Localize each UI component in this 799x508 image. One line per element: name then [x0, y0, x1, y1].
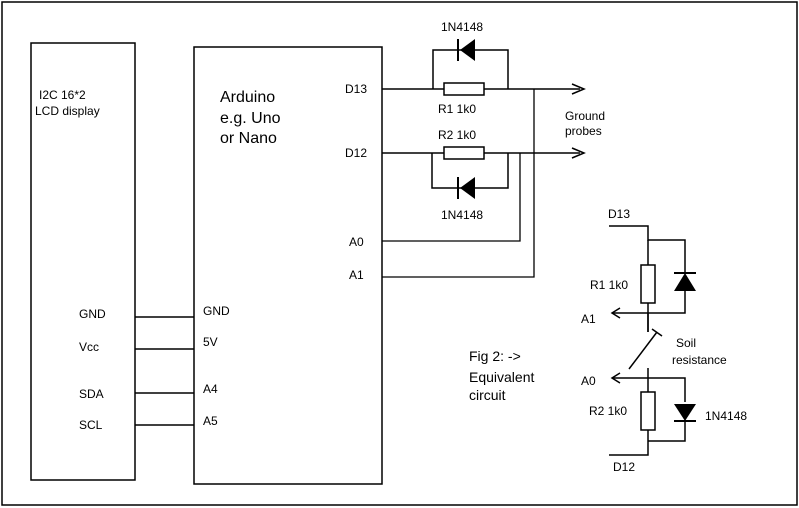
arduino-pin-a0: A0 [349, 235, 364, 249]
eq-a1-label: A1 [581, 312, 596, 326]
eq-diode-bottom-wire [648, 421, 686, 442]
arduino-box [193, 46, 383, 485]
arduino-pin-d12: D12 [345, 146, 367, 160]
i2c-wires [135, 316, 194, 426]
fig2-line2: Equivalent [469, 369, 534, 385]
arrow-d12 [571, 147, 586, 159]
probe-circuit: 1N4148 R1 1k0 R2 1k0 1N4148 Ground probe… [382, 20, 605, 278]
equivalent-circuit: D13 R1 1k0 A1 Soil resistance A0 R2 1k0 [581, 207, 747, 474]
lcd-pin-sda: SDA [79, 387, 104, 401]
lcd-display: I2C 16*2 LCD display GND Vcc SDA SCL [30, 42, 136, 481]
fig2-caption: Fig 2: -> Equivalent circuit [469, 348, 534, 403]
eq-a0-arrow [610, 372, 621, 384]
eq-soil-line2: resistance [672, 353, 727, 367]
arduino-title-line2: e.g. Uno [220, 110, 281, 127]
lcd-pin-scl: SCL [79, 418, 103, 432]
wire-a0 [382, 153, 521, 242]
lcd-box [30, 42, 136, 481]
diode-bottom-label: 1N4148 [441, 208, 483, 222]
eq-d12-label: D12 [613, 460, 635, 474]
eq-soil-tick [651, 328, 663, 337]
arduino-title-line1: Arduino [220, 89, 275, 106]
eq-soil-resistance [628, 331, 658, 370]
eq-diode-bottom-icon [674, 404, 696, 422]
eq-soil-line1: Soil [676, 336, 696, 350]
diode-top-icon [457, 39, 475, 61]
arduino-board: Arduino e.g. Uno or Nano GND 5V A4 A5 D1… [193, 46, 383, 485]
resistor-r2 [443, 146, 485, 160]
eq-diode-top-wire-bottom [648, 291, 686, 314]
r1-label: R1 1k0 [438, 102, 476, 116]
ground-probes-line1: Ground [565, 109, 605, 123]
eq-diode-label: 1N4148 [705, 409, 747, 423]
r2-label: R2 1k0 [438, 128, 476, 142]
eq-r1-label: R1 1k0 [590, 278, 628, 292]
wire-a1 [382, 89, 535, 278]
lcd-title-line2: LCD display [35, 104, 100, 118]
eq-resistor-r1 [640, 264, 656, 304]
eq-resistor-r2 [640, 391, 656, 431]
resistor-r1 [443, 82, 485, 96]
eq-a1-arrow [610, 307, 621, 319]
eq-wire-d12 [609, 441, 649, 456]
eq-diode-top-icon [674, 272, 696, 291]
arrow-d13 [571, 83, 586, 95]
ground-probes-line2: probes [565, 124, 602, 138]
arduino-pin-gnd: GND [203, 304, 230, 318]
lcd-pin-gnd: GND [79, 307, 106, 321]
eq-wire-mid-split [648, 377, 686, 402]
arduino-pin-a5: A5 [203, 414, 218, 428]
fig2-line3: circuit [469, 387, 506, 403]
arduino-pin-a1: A1 [349, 268, 364, 282]
eq-a0-label: A0 [581, 374, 596, 388]
arduino-pin-5v: 5V [203, 335, 218, 349]
arduino-title-line3: or Nano [220, 130, 277, 147]
eq-d13-label: D13 [608, 207, 630, 221]
diode-bottom-icon [457, 177, 475, 199]
lcd-pin-vcc: Vcc [79, 340, 99, 354]
arduino-pin-a4: A4 [203, 382, 218, 396]
lcd-title-line1: I2C 16*2 [39, 88, 86, 102]
fig2-line1: Fig 2: -> [469, 348, 521, 364]
arduino-pin-d13: D13 [345, 82, 367, 96]
eq-r2-label: R2 1k0 [589, 404, 627, 418]
eq-wire-top [609, 225, 686, 262]
diode-top-label: 1N4148 [441, 20, 483, 34]
